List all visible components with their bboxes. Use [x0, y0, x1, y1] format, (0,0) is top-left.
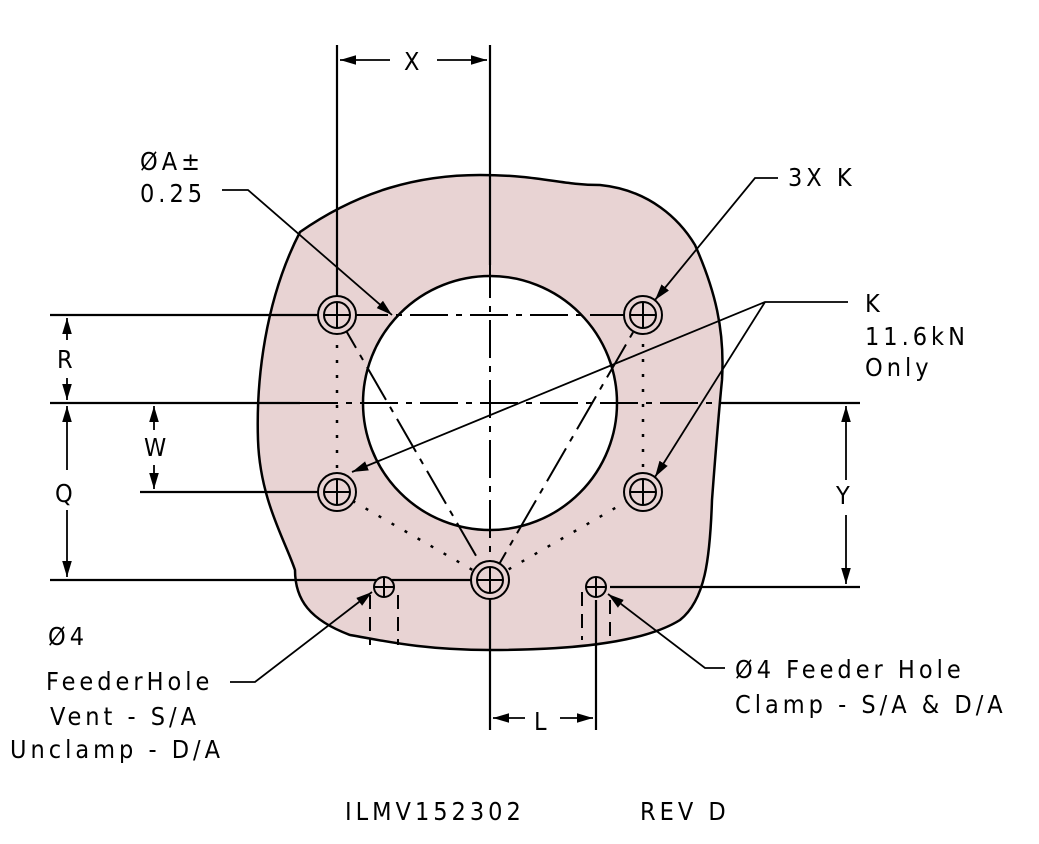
left-feeder-2: FeederHole	[46, 667, 213, 696]
hole-mid-right	[623, 472, 663, 512]
hole-mid-left	[317, 472, 357, 512]
leader-k-right	[654, 301, 766, 478]
dim-label-y: Y	[835, 481, 854, 510]
leader-feeder-left	[230, 591, 373, 683]
bolt-holes	[317, 295, 663, 600]
holes-3x-callout: 3X K	[788, 163, 856, 192]
bore-callout-2: 0.25	[140, 179, 206, 208]
part-number: ILMV152302	[345, 797, 525, 826]
right-feeder-2: Clamp - S/A & D/A	[735, 690, 1007, 719]
bore-callout-1: ØA±	[140, 147, 204, 176]
dim-label-l: L	[534, 707, 551, 736]
revision: REV D	[640, 797, 730, 826]
hole-top-left	[317, 295, 357, 335]
right-feeder-1: Ø4 Feeder Hole	[735, 655, 965, 684]
left-feeder-3: Vent - S/A	[50, 702, 200, 731]
feeder-hole-right	[585, 576, 607, 598]
left-feeder-4: Unclamp - D/A	[10, 735, 224, 764]
dim-label-r: R	[57, 345, 77, 374]
leader-bore	[222, 189, 393, 316]
hole-top-right	[623, 295, 663, 335]
feeder-hole-left	[373, 576, 395, 598]
left-feeder-1: Ø4	[48, 622, 88, 651]
dim-label-q: Q	[55, 479, 77, 508]
dim-label-w: W	[144, 433, 170, 462]
dim-label-x: X	[404, 47, 423, 76]
leader-feeder-right	[607, 593, 725, 669]
hole-bottom	[470, 560, 510, 600]
k-callout-2: 11.6kN	[865, 322, 969, 351]
leader-3x-k	[654, 177, 778, 301]
k-callout-1: K	[865, 289, 884, 318]
k-callout-3: Only	[865, 353, 933, 382]
